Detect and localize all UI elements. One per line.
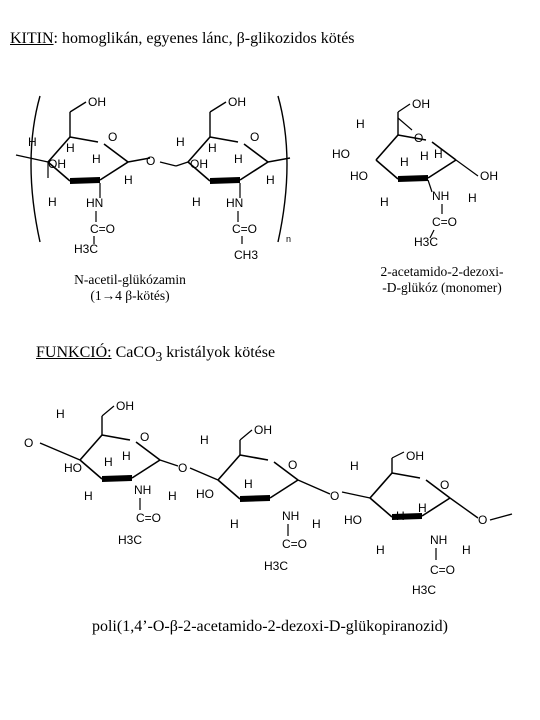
svg-text:NH: NH xyxy=(282,509,299,523)
svg-text:HO: HO xyxy=(350,169,368,183)
svg-text:H: H xyxy=(434,147,443,161)
monomer-structure: O OH H HO H H HO H H OH H NH C=O H3C xyxy=(332,97,498,249)
chitin-caption-right: 2-acetamido-2-dezoxi- -D-glükóz (monomer… xyxy=(352,264,532,296)
function-heading: FUNKCIÓ: CaCO3 kristályok kötése xyxy=(36,344,275,365)
svg-text:HO: HO xyxy=(344,513,362,527)
svg-text:C=O: C=O xyxy=(432,215,457,229)
svg-text:C=O: C=O xyxy=(90,222,115,236)
svg-text:H3C: H3C xyxy=(118,533,142,547)
svg-text:H: H xyxy=(176,135,185,149)
left-bracket xyxy=(30,95,41,243)
svg-text:O: O xyxy=(108,130,117,144)
svg-text:HO: HO xyxy=(332,147,350,161)
svg-text:H: H xyxy=(356,117,365,131)
svg-text:OH: OH xyxy=(48,157,66,171)
svg-text:H: H xyxy=(124,173,133,187)
function-text-before: CaCO xyxy=(111,344,156,361)
svg-text:C=O: C=O xyxy=(136,511,161,525)
svg-text:C=O: C=O xyxy=(232,222,257,236)
svg-text:n: n xyxy=(286,234,291,244)
svg-text:H: H xyxy=(66,141,75,155)
svg-text:O: O xyxy=(24,436,33,450)
svg-text:O: O xyxy=(178,461,187,475)
svg-text:H: H xyxy=(28,135,37,149)
svg-text:H: H xyxy=(92,152,101,166)
page-title: KITIN: homoglikán, egyenes lánc, β-gliko… xyxy=(10,30,355,48)
svg-text:NH: NH xyxy=(134,483,151,497)
svg-text:O: O xyxy=(478,513,487,527)
svg-text:H: H xyxy=(420,149,429,163)
svg-text:C=O: C=O xyxy=(282,537,307,551)
chitin-caption-left-line1: N-acetil-glükózamin xyxy=(74,272,186,287)
chitin-caption-right-line2: -D-glükóz (monomer) xyxy=(382,280,502,295)
function-subscript: 3 xyxy=(155,349,163,365)
svg-text:NH: NH xyxy=(432,189,449,203)
svg-text:H: H xyxy=(396,509,405,523)
title-label: KITIN xyxy=(10,30,54,47)
svg-text:H: H xyxy=(350,459,359,473)
svg-text:H: H xyxy=(104,455,113,469)
svg-text:HN: HN xyxy=(86,196,103,210)
svg-text:OH: OH xyxy=(254,423,272,437)
svg-text:NH: NH xyxy=(430,533,447,547)
svg-text:O: O xyxy=(440,478,449,492)
svg-text:OH: OH xyxy=(480,169,498,183)
svg-text:O: O xyxy=(330,489,339,503)
svg-text:H: H xyxy=(168,489,177,503)
chitin-caption-left-line2: (1→4 β-kötés) xyxy=(90,288,170,303)
svg-text:O: O xyxy=(140,430,149,444)
svg-text:H: H xyxy=(400,155,409,169)
function-label: FUNKCIÓ: xyxy=(36,344,112,361)
svg-text:O: O xyxy=(250,130,259,144)
svg-text:H: H xyxy=(462,543,471,557)
function-text-after: kristályok kötése xyxy=(162,344,276,361)
svg-text:HO: HO xyxy=(196,487,214,501)
svg-text:H3C: H3C xyxy=(264,559,288,573)
svg-text:OH: OH xyxy=(412,97,430,111)
svg-text:H3C: H3C xyxy=(414,235,438,249)
svg-text:C=O: C=O xyxy=(430,563,455,577)
poly-chain: O OH H O HO H H H H O NH C=O H3C OH H O … xyxy=(24,399,513,597)
polymer-name: poli(1,4’-O-β-2-acetamido-2-dezoxi-D-glü… xyxy=(91,618,448,635)
svg-text:OH: OH xyxy=(116,399,134,413)
svg-text:H: H xyxy=(230,517,239,531)
svg-text:H3C: H3C xyxy=(412,583,436,597)
svg-text:H: H xyxy=(244,477,253,491)
svg-text:O: O xyxy=(146,154,155,168)
chitin-caption-left: N-acetil-glükózamin (1→4 β-kötés) xyxy=(50,272,210,304)
chitin-caption-right-line1: 2-acetamido-2-dezoxi- xyxy=(380,264,504,279)
svg-text:H: H xyxy=(312,517,321,531)
svg-text:H: H xyxy=(380,195,389,209)
svg-text:OH: OH xyxy=(88,95,106,109)
svg-text:H: H xyxy=(56,407,65,421)
svg-text:OH: OH xyxy=(406,449,424,463)
svg-text:H3C: H3C xyxy=(74,242,98,256)
svg-text:H: H xyxy=(122,449,131,463)
svg-text:H: H xyxy=(192,195,201,209)
svg-text:H: H xyxy=(84,489,93,503)
svg-text:H: H xyxy=(468,191,477,205)
svg-text:H: H xyxy=(266,173,275,187)
svg-text:HN: HN xyxy=(226,196,243,210)
svg-text:H: H xyxy=(376,543,385,557)
svg-text:H: H xyxy=(200,433,209,447)
svg-text:OH: OH xyxy=(190,157,208,171)
svg-text:HO: HO xyxy=(64,461,82,475)
svg-text:H: H xyxy=(208,141,217,155)
svg-text:H: H xyxy=(48,195,57,209)
svg-text:OH: OH xyxy=(228,95,246,109)
svg-text:CH3: CH3 xyxy=(234,248,258,262)
right-bracket xyxy=(277,95,288,243)
svg-text:H: H xyxy=(234,152,243,166)
svg-text:O: O xyxy=(414,131,423,145)
svg-text:H: H xyxy=(418,501,427,515)
svg-text:O: O xyxy=(288,458,297,472)
title-rest: : homoglikán, egyenes lánc, β-glikozidos… xyxy=(53,30,355,47)
chitin-polymer: OH O O H H OH H H H HN C=O H3C OH O H H … xyxy=(15,95,291,262)
